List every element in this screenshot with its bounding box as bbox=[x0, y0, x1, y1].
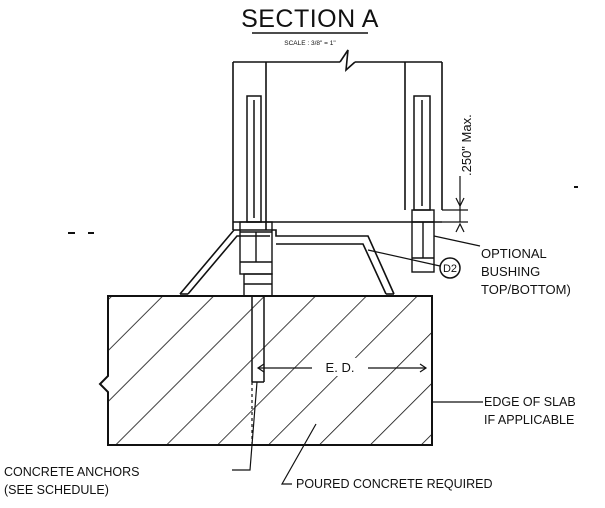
post-column bbox=[232, 49, 443, 230]
max-gap-dimension bbox=[442, 176, 468, 233]
ed-label: E. D. bbox=[326, 360, 355, 375]
detail-tag-circle bbox=[439, 257, 461, 279]
optional-bushing-label-1: OPTIONAL bbox=[481, 246, 547, 261]
optional-bushing-label-2: BUSHING bbox=[481, 264, 540, 279]
concrete-anchors-label-1: CONCRETE ANCHORS bbox=[4, 465, 139, 479]
edge-of-slab-label-2: IF APPLICABLE bbox=[484, 413, 574, 427]
concrete-anchors-leader bbox=[232, 381, 258, 471]
detail-tag-leader bbox=[367, 249, 441, 267]
max-gap-label: .250" Max. bbox=[459, 114, 474, 176]
optional-bushing-leader bbox=[433, 235, 481, 247]
poured-concrete-leader bbox=[280, 423, 317, 485]
scan-specks bbox=[68, 186, 578, 234]
right-anchor-sleeve bbox=[413, 95, 431, 211]
left-bushing bbox=[239, 221, 273, 297]
concrete-anchors-label-2: (SEE SCHEDULE) bbox=[4, 483, 109, 497]
scale-note: SCALE : 3/8" = 1" bbox=[284, 40, 336, 47]
right-bushing bbox=[411, 209, 435, 273]
edge-distance-dimension bbox=[256, 363, 428, 373]
left-anchor-sleeve bbox=[246, 95, 262, 223]
section-title: SECTION A bbox=[241, 5, 379, 33]
edge-of-slab-label-1: EDGE OF SLAB bbox=[484, 395, 576, 409]
concrete-slab bbox=[98, 295, 433, 446]
poured-concrete-label: POURED CONCRETE REQUIRED bbox=[296, 477, 493, 491]
base-plate bbox=[179, 229, 395, 295]
detail-tag-label: D2 bbox=[443, 263, 457, 275]
optional-bushing-label-3: TOP/BOTTOM) bbox=[481, 282, 571, 297]
ed-label-bg bbox=[312, 358, 368, 376]
